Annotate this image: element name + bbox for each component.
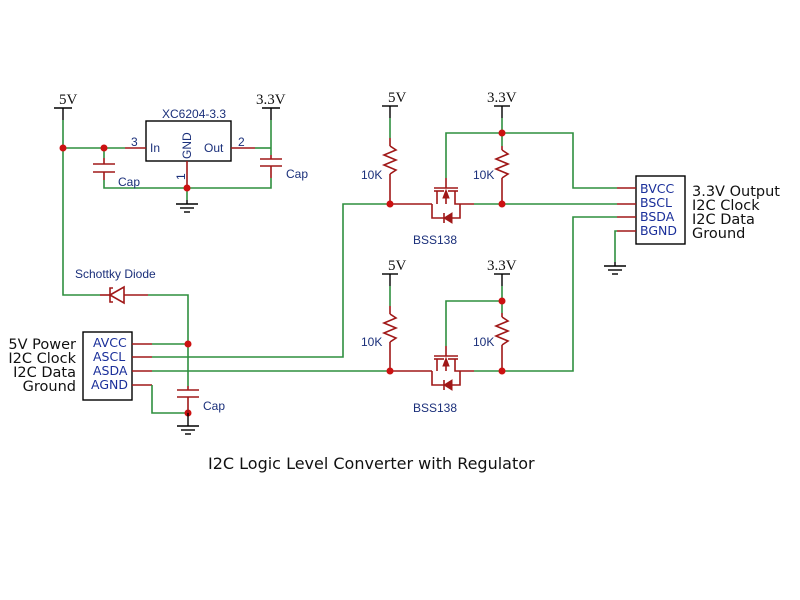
pin-number: 1 <box>174 173 188 180</box>
ground-symbol <box>177 413 199 435</box>
junction <box>59 144 67 152</box>
pin-number: 3 <box>131 135 138 149</box>
desc-i2c-data: I2C Data <box>13 365 76 381</box>
resistor-ch2-low: 10K <box>361 306 399 371</box>
pin-label-in: In <box>150 141 160 155</box>
mosfet-label: BSS138 <box>413 401 457 415</box>
rail-5v-regulator: 5V <box>54 92 78 120</box>
pin-bscl: BSCL <box>640 195 672 210</box>
resistor-ch2-high: 10K <box>473 313 511 371</box>
rail-3v3-regulator: 3.3V <box>256 92 286 120</box>
regulator-part-label: XC6204-3.3 <box>162 107 226 121</box>
capacitor-label: Cap <box>203 399 225 413</box>
schottky-diode: Schottky Diode <box>75 267 156 305</box>
desc-i2c-data: I2C Data <box>692 212 755 228</box>
capacitor-a: Cap <box>177 386 225 413</box>
regulator-ic: XC6204-3.3 3 2 1 In Out GND <box>125 107 255 188</box>
capacitor-label: Cap <box>118 175 140 189</box>
rail-3v3-ch2: 3.3V <box>487 258 517 286</box>
diode-label: Schottky Diode <box>75 267 156 281</box>
desc-ground: Ground <box>23 379 76 395</box>
pin-bgnd: BGND <box>640 223 677 238</box>
junction <box>498 129 506 137</box>
resistor-label: 10K <box>473 168 494 182</box>
desc-i2c-clock: I2C Clock <box>692 198 760 214</box>
junction <box>184 340 192 348</box>
pin-number: 2 <box>238 135 245 149</box>
rail-label: 5V <box>59 92 78 108</box>
capacitor-output: Cap <box>260 155 308 181</box>
rail-5v-ch1: 5V <box>382 90 407 118</box>
pin-label-out: Out <box>204 141 224 155</box>
ground-symbol <box>176 200 198 213</box>
resistor-label: 10K <box>361 168 382 182</box>
rail-3v3-ch1: 3.3V <box>487 90 517 118</box>
desc-ground: Ground <box>692 226 745 242</box>
pin-label-gnd: GND <box>180 132 194 159</box>
resistor-label: 10K <box>473 335 494 349</box>
desc-5v-power: 5V Power <box>8 337 76 353</box>
desc-i2c-clock: I2C Clock <box>8 351 76 367</box>
resistor-label: 10K <box>361 335 382 349</box>
junction <box>498 200 506 208</box>
junction <box>386 367 394 375</box>
resistor-ch1-high: 10K <box>473 146 511 204</box>
rail-label: 5V <box>388 90 407 106</box>
pin-ascl: ASCL <box>93 349 125 364</box>
junction <box>498 297 506 305</box>
pin-bsda: BSDA <box>640 209 675 224</box>
rail-label: 3.3V <box>487 90 517 106</box>
pin-avcc: AVCC <box>93 335 127 350</box>
pin-asda: ASDA <box>93 363 128 378</box>
junction <box>498 367 506 375</box>
rail-label: 3.3V <box>256 92 286 108</box>
mosfet-ch2: BSS138 <box>390 346 474 415</box>
junction <box>386 200 394 208</box>
mosfet-ch1: BSS138 <box>390 178 474 247</box>
rail-5v-ch2: 5V <box>382 258 407 286</box>
pin-agnd: AGND <box>91 377 128 392</box>
ground-symbol <box>604 262 626 275</box>
connector-b: BVCC BSCL BSDA BGND 3.3V Output I2C Cloc… <box>617 175 780 245</box>
desc-3v3-output: 3.3V Output <box>692 184 780 200</box>
mosfet-label: BSS138 <box>413 233 457 247</box>
junction <box>183 184 191 192</box>
capacitor-input: Cap <box>93 158 140 189</box>
rail-label: 5V <box>388 258 407 274</box>
diagram-title: I2C Logic Level Converter with Regulator <box>208 454 535 473</box>
capacitor-label: Cap <box>286 167 308 181</box>
junction <box>100 144 108 152</box>
connector-a: AVCC ASCL ASDA AGND 5V Power I2C Clock I… <box>8 331 152 401</box>
rail-label: 3.3V <box>487 258 517 274</box>
resistor-ch1-low: 10K <box>361 138 399 204</box>
pin-bvcc: BVCC <box>640 181 674 196</box>
